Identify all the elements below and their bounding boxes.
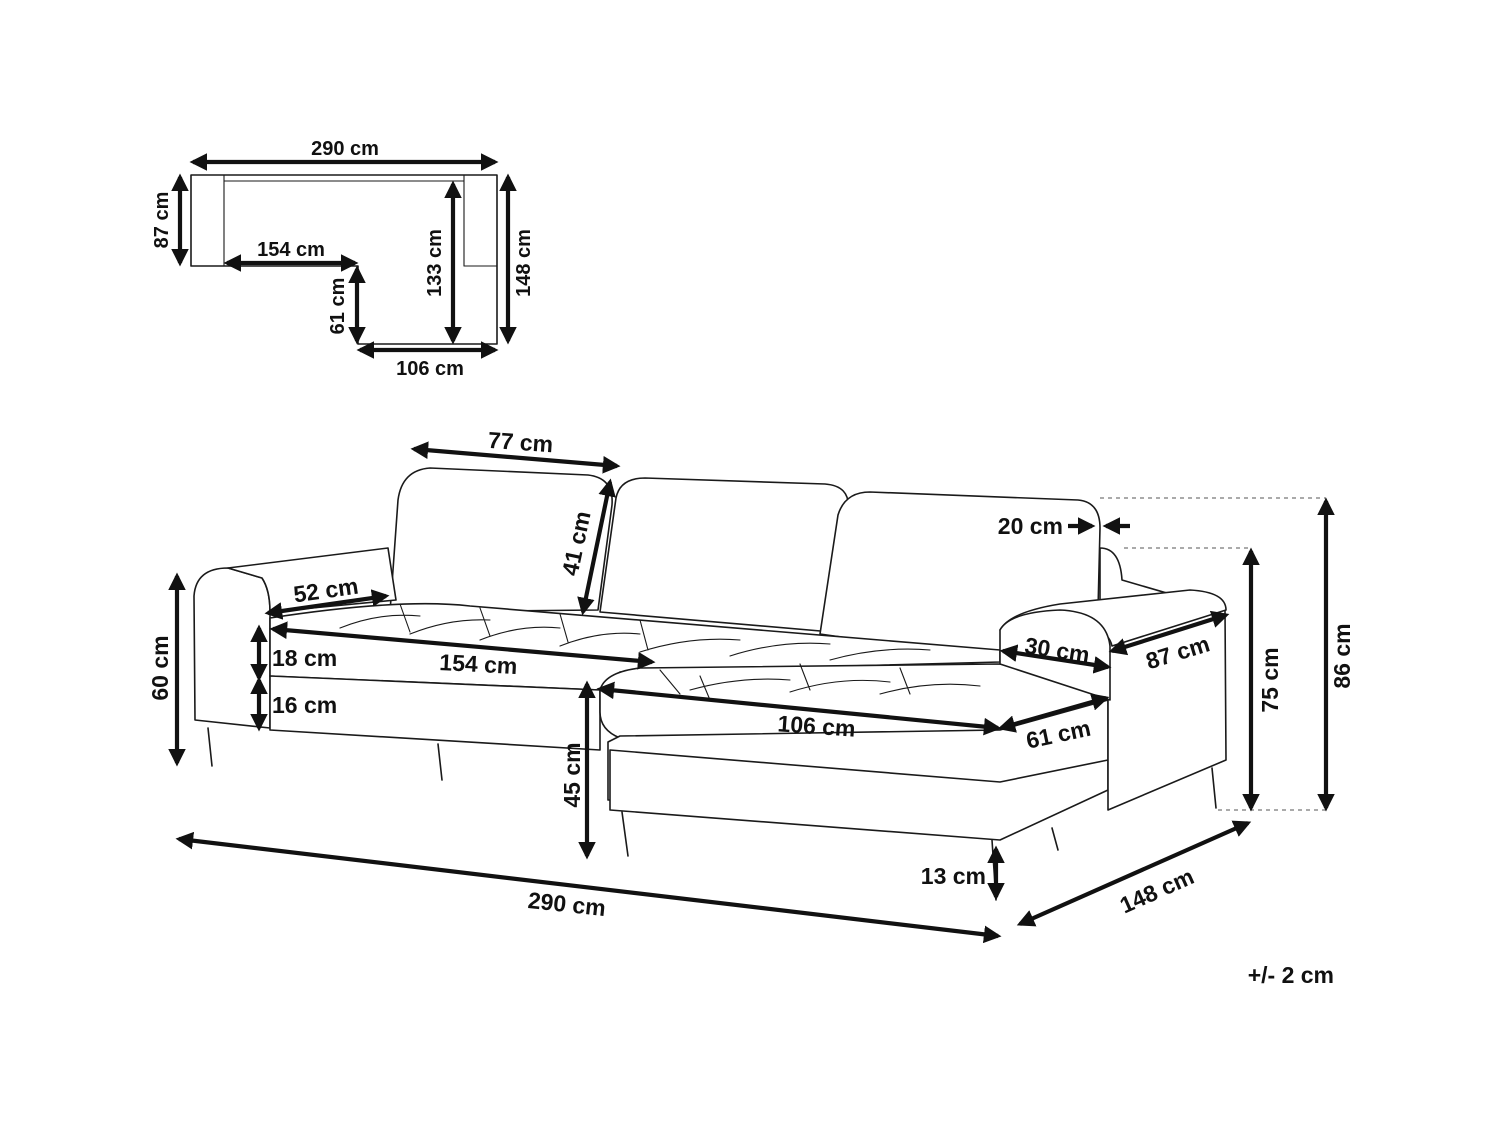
total-width-label: 290 cm <box>527 887 607 921</box>
leg-height-label: 13 cm <box>921 863 986 889</box>
seat-length-arrow <box>269 621 656 670</box>
chaise-arm-width-arrow <box>999 644 1112 674</box>
fp-chaise-inner-label: 133 cm <box>424 229 446 297</box>
left-arm-leg <box>207 727 213 767</box>
right-armrest-side <box>1099 547 1227 811</box>
main-seat-leg <box>437 743 443 781</box>
fp-width-label: 290 cm <box>311 138 379 160</box>
seat-length-label: 154 cm <box>439 649 518 679</box>
fp-seat-length-label: 154 cm <box>257 239 325 261</box>
total-depth-label: 148 cm <box>1116 863 1198 918</box>
floor-plan: 290 cm 87 cm 154 cm 61 cm 106 cm 133 cm … <box>151 138 535 380</box>
cushion-height-label: 18 cm <box>272 645 337 671</box>
back-width-label: 77 cm <box>487 427 554 457</box>
chaise-length-label: 106 cm <box>777 710 857 741</box>
tolerance-label: +/- 2 cm <box>1248 962 1334 988</box>
armrest-height-label: 60 cm <box>147 635 173 700</box>
base-height-label: 16 cm <box>272 692 337 718</box>
right-arm-leg <box>1211 767 1217 809</box>
fp-chaise-depth-label: 61 cm <box>327 278 349 335</box>
chaise-leg-front-left <box>621 811 629 857</box>
total-width-arrow <box>175 831 1002 944</box>
chaise-seat-depth-arrow <box>997 693 1110 733</box>
fp-chaise-width-label: 106 cm <box>396 358 464 380</box>
back-cushion-middle <box>599 477 849 633</box>
chaise-top-depth-arrow <box>1108 610 1230 656</box>
main-seat-base <box>269 675 601 751</box>
seat-height-label: 45 cm <box>559 742 585 807</box>
fp-left-depth-label: 87 cm <box>151 192 173 249</box>
chaise-length-arrow <box>596 681 1002 736</box>
total-depth-arrow <box>1016 820 1252 927</box>
sofa-drawing <box>193 467 1326 901</box>
armrest-depth-arrow <box>264 589 390 620</box>
total-height-label: 86 cm <box>1329 623 1355 688</box>
back-height-arrow <box>577 478 616 616</box>
arm-height-75-label: 75 cm <box>1257 647 1283 712</box>
back-width-arrow <box>410 441 621 474</box>
fp-total-depth-label: 148 cm <box>513 229 535 297</box>
backrest-thickness-label: 20 cm <box>998 513 1063 539</box>
chaise-leg-back <box>1051 827 1059 851</box>
